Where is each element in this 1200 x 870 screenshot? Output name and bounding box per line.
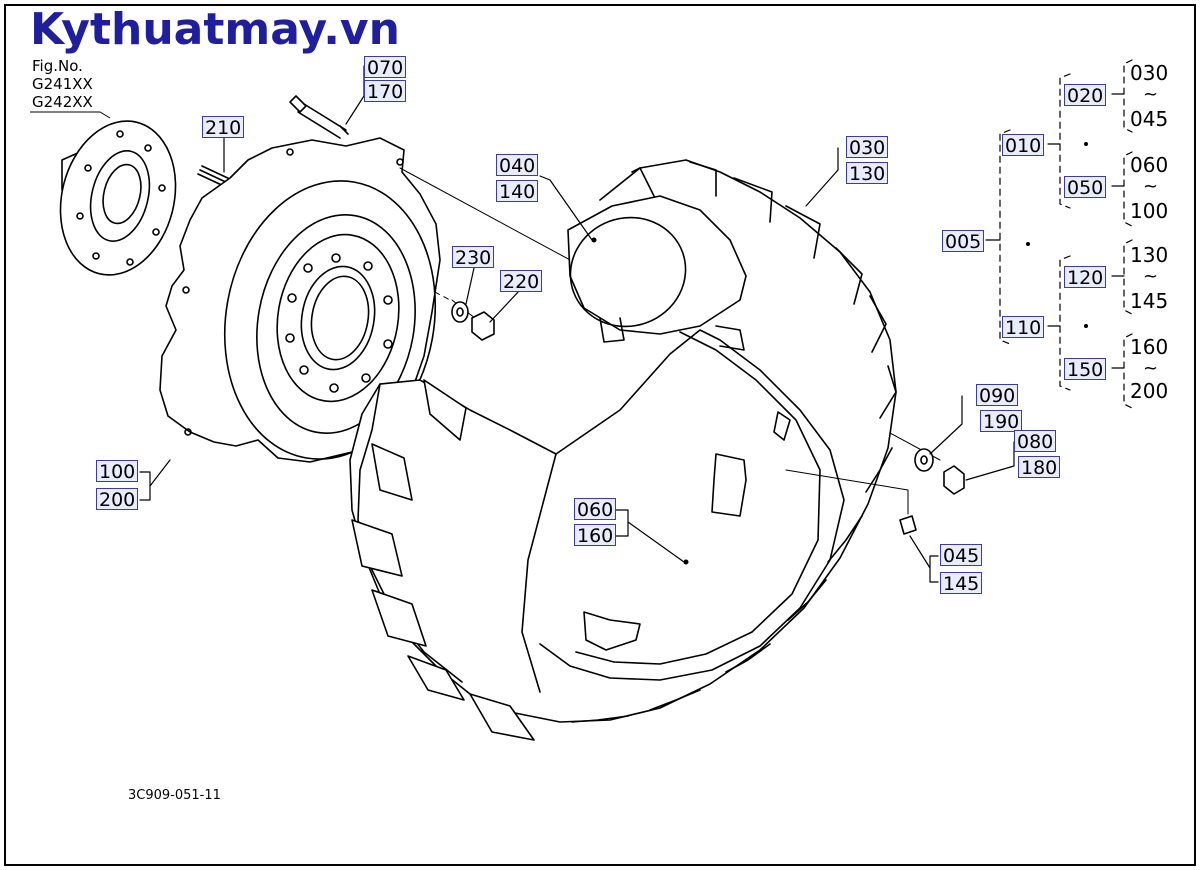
washer-230 <box>451 301 469 323</box>
part-label-140[interactable]: 140 <box>496 180 539 203</box>
washer-090 <box>914 448 934 472</box>
hub-flange <box>59 120 177 276</box>
part-label-045[interactable]: 045 <box>940 544 983 567</box>
part-label-090[interactable]: 090 <box>976 384 1019 407</box>
drawing-number: 3C909-051-11 <box>128 788 221 803</box>
fig-code-1: G241XX <box>32 75 93 93</box>
tree-label-150[interactable]: 150 <box>1064 358 1107 381</box>
tree-label-005[interactable]: 005 <box>942 230 985 253</box>
diagram-frame <box>4 4 1196 866</box>
part-label-100[interactable]: 100 <box>96 460 139 483</box>
range-050-from: 060 <box>1130 153 1169 177</box>
tree-label-050[interactable]: 050 <box>1064 176 1107 199</box>
range-020-to: 045 <box>1130 107 1169 131</box>
range-050-to: 100 <box>1130 199 1169 223</box>
tree-label-110[interactable]: 110 <box>1002 316 1045 339</box>
part-label-180[interactable]: 180 <box>1018 456 1061 479</box>
part-label-070[interactable]: 070 <box>364 56 407 79</box>
range-120-symbol: ~ <box>1143 266 1159 287</box>
fig-code-2: G242XX <box>32 93 93 111</box>
part-label-030[interactable]: 030 <box>846 136 889 159</box>
wheel-disc <box>159 137 441 463</box>
part-label-145[interactable]: 145 <box>940 572 983 595</box>
part-label-190[interactable]: 190 <box>980 410 1023 433</box>
bolt-070 <box>289 95 349 139</box>
range-020-from: 030 <box>1130 61 1169 85</box>
part-label-200[interactable]: 200 <box>96 488 139 511</box>
range-150-from: 160 <box>1130 335 1169 359</box>
nut-080 <box>943 465 965 495</box>
nut-220 <box>471 311 495 341</box>
part-label-060[interactable]: 060 <box>574 498 617 521</box>
range-120-to: 145 <box>1130 289 1169 313</box>
tire <box>349 159 897 741</box>
fig-no-label: Fig.No. <box>32 57 83 75</box>
tree-label-120[interactable]: 120 <box>1064 266 1107 289</box>
part-label-230[interactable]: 230 <box>452 246 495 269</box>
part-label-210[interactable]: 210 <box>202 116 245 139</box>
range-150-symbol: ~ <box>1143 358 1159 379</box>
variant-tree-lines <box>985 59 1133 409</box>
part-label-160[interactable]: 160 <box>574 524 617 547</box>
part-label-170[interactable]: 170 <box>364 80 407 103</box>
range-150-to: 200 <box>1130 379 1169 403</box>
part-label-130[interactable]: 130 <box>846 162 889 185</box>
part-label-040[interactable]: 040 <box>496 154 539 177</box>
part-label-080[interactable]: 080 <box>1014 430 1057 453</box>
tree-label-010[interactable]: 010 <box>1002 134 1045 157</box>
rim <box>567 195 791 651</box>
valve-cap-045 <box>785 469 917 535</box>
range-050-symbol: ~ <box>1143 176 1159 197</box>
part-label-220[interactable]: 220 <box>500 270 543 293</box>
site-logo: Kythuatmay.vn <box>30 4 400 55</box>
range-120-from: 130 <box>1130 243 1169 267</box>
range-020-symbol: ~ <box>1143 84 1159 105</box>
tree-label-020[interactable]: 020 <box>1064 84 1107 107</box>
